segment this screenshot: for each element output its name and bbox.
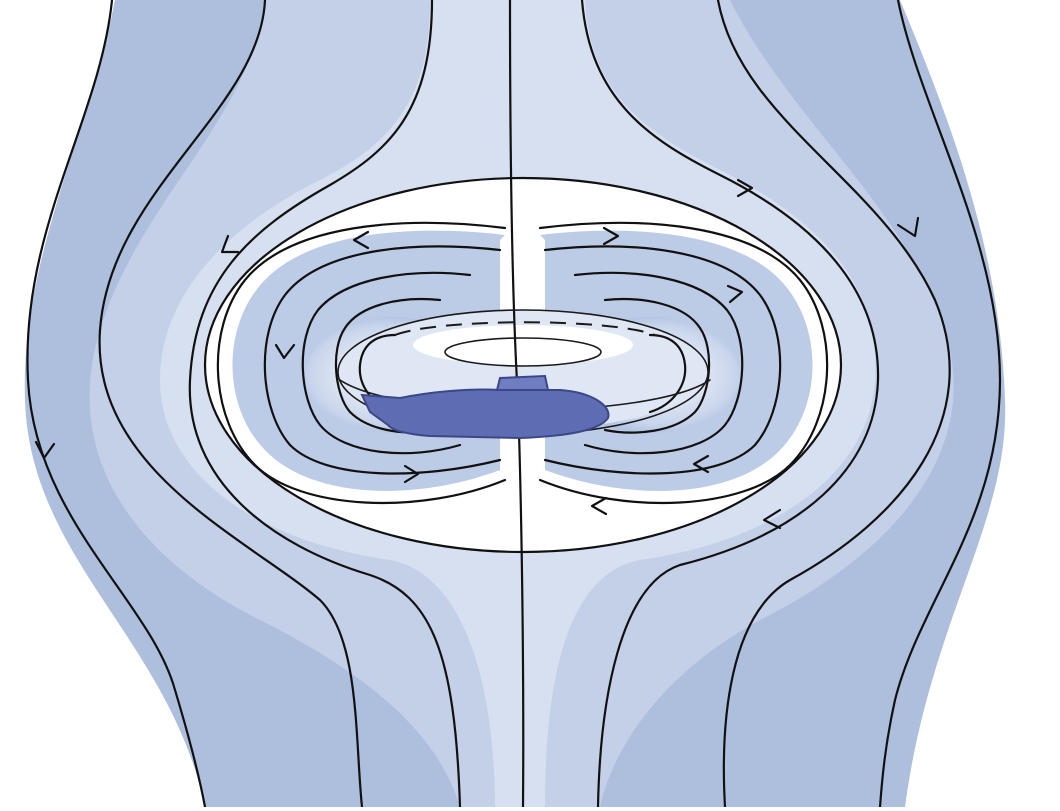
torus-hole (413, 325, 633, 365)
submarine-tower (497, 376, 548, 390)
